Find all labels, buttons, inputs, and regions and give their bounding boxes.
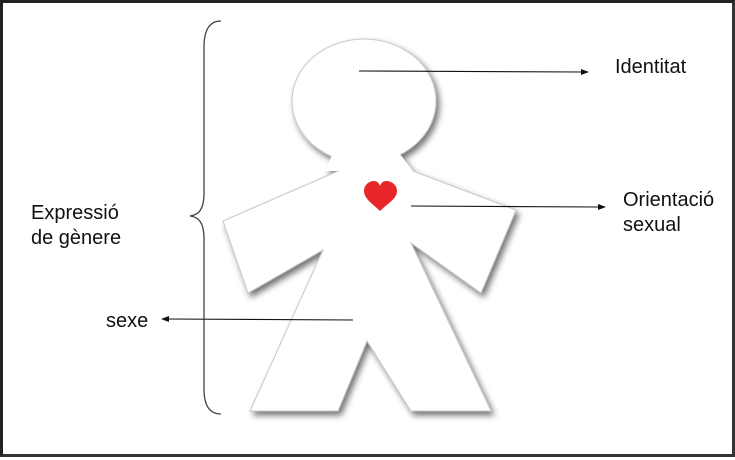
sexe-arrowhead bbox=[161, 316, 169, 322]
label-orientacio-line1: Orientació bbox=[623, 188, 714, 213]
label-sexe-text: sexe bbox=[106, 310, 148, 332]
label-orientacio-line2: sexual bbox=[623, 213, 714, 238]
orientacio-arrowhead bbox=[598, 204, 606, 210]
label-identitat: Identitat bbox=[615, 55, 686, 80]
figure-head bbox=[292, 39, 436, 163]
human-figure bbox=[223, 39, 516, 411]
label-orientacio-sexual: Orientació sexual bbox=[623, 188, 714, 238]
figure-body bbox=[223, 168, 516, 411]
label-expressio-de-genere: Expressió de gènere bbox=[31, 201, 121, 251]
label-expressio-line1: Expressió bbox=[31, 201, 121, 226]
identitat-arrowhead bbox=[581, 69, 589, 75]
label-identitat-text: Identitat bbox=[615, 56, 686, 78]
figure-neck bbox=[325, 153, 413, 171]
label-expressio-line2: de gènere bbox=[31, 226, 121, 251]
expression-brace bbox=[190, 21, 221, 414]
label-sexe: sexe bbox=[106, 309, 148, 334]
